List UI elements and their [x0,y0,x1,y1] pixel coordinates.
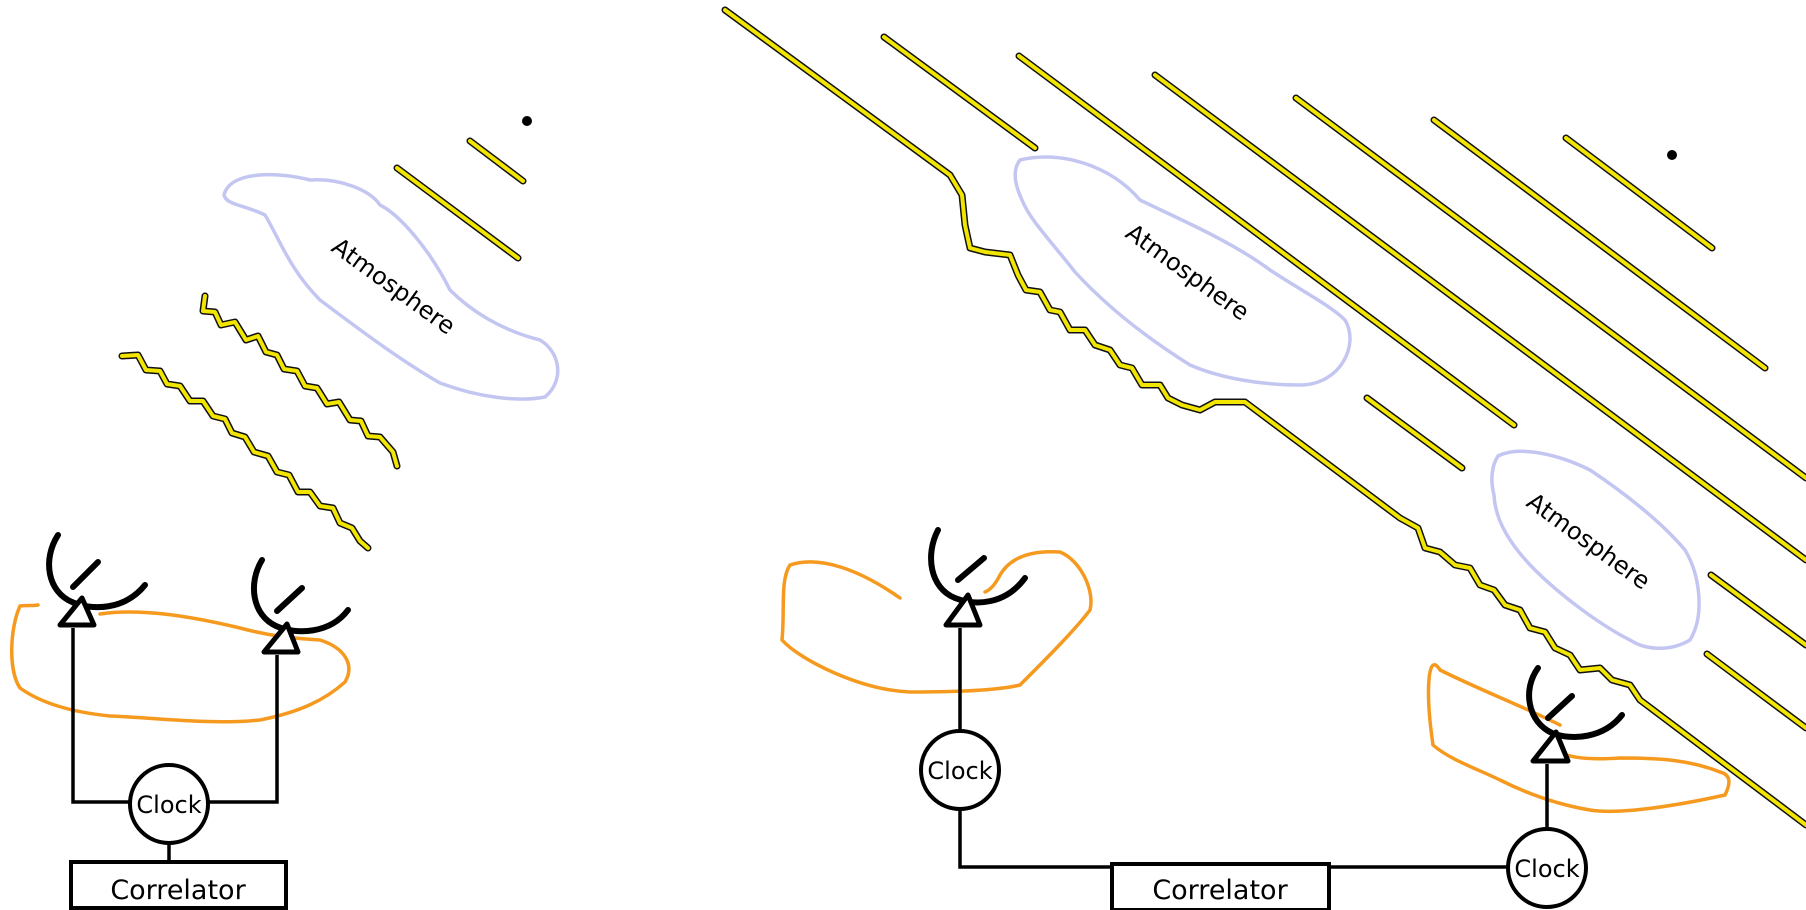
left-antenna-1-icon [46,532,148,628]
right-clock-1-label: Clock [927,757,992,785]
right-local-turbulence-1 [780,549,1093,694]
right-local-turbulence-2 [1426,663,1731,814]
left-wavefronts-straight [393,137,527,262]
right-atmosphere-cloud-1 [1013,155,1352,387]
right-correlator-box [1110,862,1331,910]
left-source-star [522,116,532,126]
left-signal-lines [71,628,279,862]
right-atmosphere-cloud-2 [1490,449,1701,650]
left-correlator-label: Correlator [110,875,246,906]
left-atmosphere-label: Atmosphere [326,232,460,340]
right-correlator-label: Correlator [1152,875,1288,906]
right-panel: Atmosphere Atmosphere [721,6,1806,910]
left-antenna-2-icon [250,557,351,655]
left-local-turbulence [10,603,351,724]
right-clock-2-label: Clock [1514,855,1579,883]
left-clock [128,763,210,845]
right-wavefronts-straight [880,33,1806,732]
right-antenna-1-icon [928,527,1028,628]
left-clock-label: Clock [136,791,201,819]
left-wavefronts-distorted [118,292,401,552]
right-clock-2 [1506,827,1588,909]
left-atmosphere-cloud [222,172,560,401]
right-signal-lines [958,628,1549,869]
right-antenna-2-icon [1526,665,1625,764]
right-atmosphere-label-1: Atmosphere [1120,218,1254,326]
right-clock-1 [919,729,1001,811]
right-source-star [1667,150,1677,160]
right-wavefront-distorted [721,6,1806,829]
left-panel: Atmosphere [10,116,560,910]
left-correlator-box [69,860,288,910]
